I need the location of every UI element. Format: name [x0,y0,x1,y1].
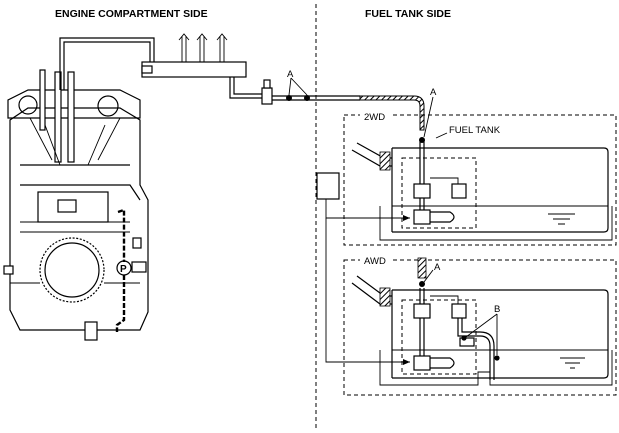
fuel-tank-2wd [351,142,613,241]
fuel-pump-unit-2wd [401,140,477,229]
wiring-to-2wd-pump [325,199,410,219]
fuel-rail-assembly [59,33,360,105]
fuel-hose-main [359,95,425,131]
fuel-pump-unit-awd [401,288,495,380]
label-fuel-tank: FUEL TANK [449,125,501,136]
quick-connector-1 [286,95,292,101]
fuel-tank-awd [351,275,613,386]
tank-side-heading: FUEL TANK SIDE [365,8,451,20]
engine [3,69,149,341]
section-2wd-frame [343,114,617,246]
a-leader-awd [423,269,434,283]
sensor-connector [132,237,142,249]
pump-marker-label: P [120,264,127,275]
b-leader [465,313,498,355]
fuel-tank-leader [435,132,448,139]
label-b: B [494,304,500,315]
a-leader-engine [288,77,308,96]
section-awd-frame [343,259,617,396]
label-2wd: 2WD [364,112,385,123]
fuel-hose-awd [417,257,427,279]
connector-b-1 [461,335,467,341]
fuel-pump-harness [115,208,126,332]
connector-a-awd [419,281,425,287]
label-a-awd: A [434,262,441,273]
label-awd: AWD [364,256,386,267]
quick-connector-2 [304,95,310,101]
a-leader-main [423,96,434,138]
label-a-main: A [430,87,437,98]
label-a-engine: A [287,69,294,80]
fuel-pump-control-module [316,172,340,200]
wiring-to-awd-pump [325,218,410,363]
engine-side-heading: ENGINE COMPARTMENT SIDE [55,8,208,20]
pump-connector [131,261,147,273]
connector-b-2 [494,355,500,361]
